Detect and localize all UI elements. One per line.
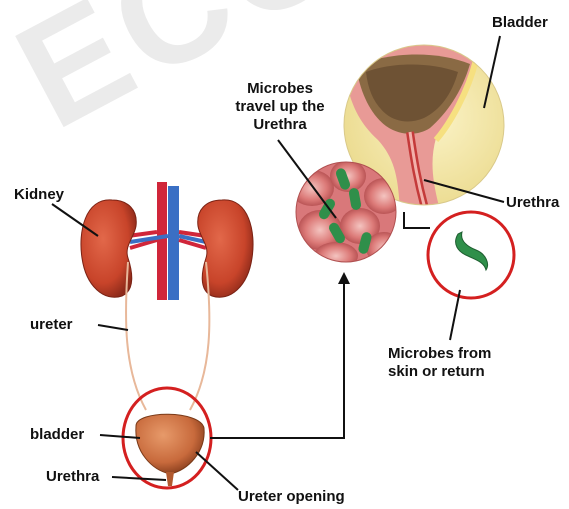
label-bladder-top: Bladder [492,14,548,32]
skin-connector [404,212,430,228]
label-microbes-travel-line1: Microbes [228,80,332,98]
label-microbes-from-line2: skin or return [388,363,491,381]
pointer-bladder-left [100,435,140,438]
skin-microbe-group [404,212,514,298]
label-microbes-travel-line2: travel up the [228,98,332,116]
bladder-body [136,414,204,474]
kidneys-group [81,182,253,410]
label-kidney: Kidney [14,186,64,204]
label-bladder-left: bladder [30,426,84,444]
pointer-ureter-opening [196,452,238,490]
label-ureter-opening: Ureter opening [238,488,345,506]
kidney-right [198,200,253,297]
label-microbes-from-line1: Microbes from [388,345,491,363]
kidney-left [81,200,136,297]
label-ureter: ureter [30,316,73,334]
label-urethra-left: Urethra [46,468,99,486]
pointer-ureter [98,325,128,330]
label-urethra-right: Urethra [506,194,559,212]
label-microbes-from: Microbes from skin or return [388,345,491,381]
pointer-microbes-from [450,290,460,340]
label-microbes-travel: Microbes travel up the Urethra [228,80,332,134]
connector-line [210,278,344,438]
aorta [157,182,167,300]
bladder-urethra [166,472,174,486]
connector-arrowhead [338,272,350,284]
vena-cava [168,186,179,300]
label-microbes-travel-line3: Urethra [228,116,332,134]
